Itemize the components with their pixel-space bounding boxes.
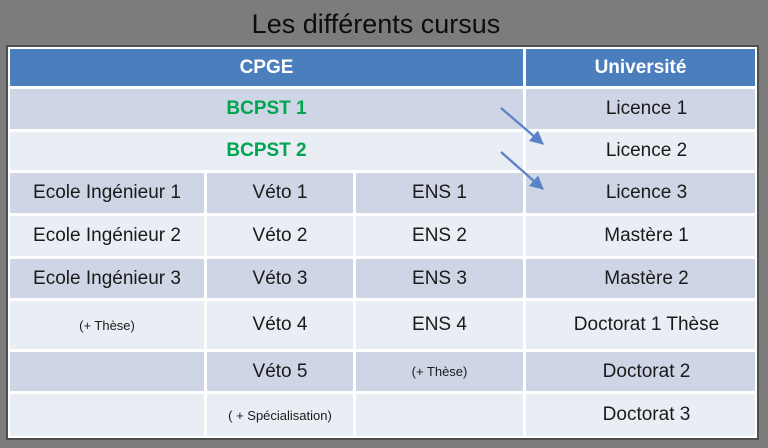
cell-ens2: ENS 2 — [356, 216, 523, 256]
cell-licence2: Licence 2 — [526, 132, 755, 170]
header-universite: Université — [526, 49, 755, 86]
cell-licence3: Licence 3 — [526, 173, 755, 213]
cell-these-ingenieur: (+ Thèse) — [10, 301, 204, 349]
cell-mastere2: Mastère 2 — [526, 259, 755, 298]
cell-empty-r7c1 — [10, 352, 204, 391]
cell-veto4: Véto 4 — [207, 301, 353, 349]
cell-empty-r8c3 — [356, 394, 523, 436]
cell-these-ens: (+ Thèse) — [356, 352, 523, 391]
cell-specialisation: ( + Spécialisation) — [207, 394, 353, 436]
cell-veto2: Véto 2 — [207, 216, 353, 256]
cursus-table: CPGE Université BCPST 1 Licence 1 BCPST … — [6, 45, 759, 440]
cell-empty-r8c1 — [10, 394, 204, 436]
cell-licence1: Licence 1 — [526, 89, 755, 129]
cell-doctorat3: Doctorat 3 — [526, 394, 755, 436]
cell-veto1: Véto 1 — [207, 173, 353, 213]
cursus-grid: CPGE Université BCPST 1 Licence 1 BCPST … — [10, 49, 755, 436]
cell-ecole-ingenieur3: Ecole Ingénieur 3 — [10, 259, 204, 298]
cell-doctorat1-these: Doctorat 1 Thèse — [526, 301, 755, 349]
cell-ens3: ENS 3 — [356, 259, 523, 298]
cell-ens4: ENS 4 — [356, 301, 523, 349]
cell-bcpst2: BCPST 2 — [10, 132, 523, 170]
page-title: Les différents cursus — [251, 9, 501, 39]
cell-veto5: Véto 5 — [207, 352, 353, 391]
cell-ens1: ENS 1 — [356, 173, 523, 213]
cell-bcpst1: BCPST 1 — [10, 89, 523, 129]
cell-mastere1: Mastère 1 — [526, 216, 755, 256]
cell-veto3: Véto 3 — [207, 259, 353, 298]
cell-doctorat2: Doctorat 2 — [526, 352, 755, 391]
cell-ecole-ingenieur2: Ecole Ingénieur 2 — [10, 216, 204, 256]
header-cpge: CPGE — [10, 49, 523, 86]
cell-ecole-ingenieur1: Ecole Ingénieur 1 — [10, 173, 204, 213]
